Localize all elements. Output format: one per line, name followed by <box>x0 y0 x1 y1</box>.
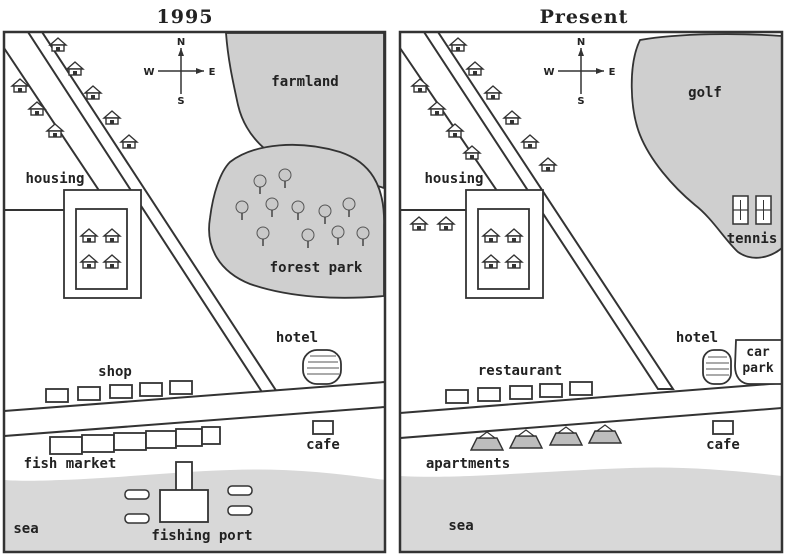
boat-icon <box>227 485 253 496</box>
market-stall <box>145 430 177 449</box>
sea-label: sea <box>13 521 38 537</box>
shop-unit <box>77 386 101 401</box>
compass-rose: N S W E <box>543 37 615 107</box>
compass-west: W <box>543 67 554 78</box>
shop-unit <box>109 384 133 399</box>
tennis-label: tennis <box>727 231 778 247</box>
compass-rose: N S W E <box>143 37 215 107</box>
map-1995-frame <box>2 30 387 554</box>
restaurant-row <box>445 381 593 404</box>
housing-label: housing <box>424 171 483 187</box>
car-park-area <box>734 339 783 385</box>
compass-east: E <box>609 67 616 78</box>
shop-unit <box>169 380 193 395</box>
restaurant-unit <box>569 381 593 396</box>
map-present: Present golf tennis housing <box>398 6 784 554</box>
car-park-label-line1: car <box>746 345 770 360</box>
market-stall <box>81 434 115 453</box>
hotel-building <box>302 349 342 385</box>
shop-unit <box>45 388 69 403</box>
tennis-court-icon <box>732 195 749 225</box>
restaurant-label: restaurant <box>478 363 562 379</box>
restaurant-unit <box>539 383 563 398</box>
fish-market-label: fish market <box>24 456 117 472</box>
fishing-port <box>124 461 253 524</box>
compass-west: W <box>143 67 154 78</box>
apartments-label: apartments <box>426 456 510 472</box>
compass-south: S <box>577 96 584 107</box>
map-1995: 1995 farmland forest park <box>2 6 387 554</box>
hotel-label: hotel <box>276 330 318 346</box>
compass-north: N <box>577 37 585 48</box>
map-title-1995: 1995 <box>157 6 214 28</box>
hotel-label: hotel <box>676 330 718 346</box>
forest-park-area <box>208 144 385 299</box>
restaurant-unit <box>477 387 501 402</box>
farmland-label: farmland <box>271 74 338 90</box>
restaurant-unit <box>445 389 469 404</box>
boat-icon <box>227 505 253 516</box>
housing-label: housing <box>25 171 84 187</box>
map-title-present: Present <box>540 6 629 28</box>
housing-block-inner <box>477 208 530 290</box>
car-park-label-line2: park <box>742 361 773 376</box>
boat-icon <box>124 489 150 500</box>
boat-icon <box>124 513 150 524</box>
fishing-port-label: fishing port <box>151 528 252 544</box>
restaurant-unit <box>509 385 533 400</box>
cafe-building <box>312 420 334 435</box>
compass-east: E <box>209 67 216 78</box>
fish-market-row <box>49 426 221 455</box>
market-stall <box>201 426 221 445</box>
hotel-building <box>702 349 732 385</box>
cafe-building <box>712 420 734 435</box>
compass-south: S <box>177 96 184 107</box>
housing-block-inner <box>75 208 128 290</box>
cafe-label: cafe <box>306 437 340 453</box>
cafe-label: cafe <box>706 437 740 453</box>
shop-label: shop <box>98 364 132 380</box>
shop-row <box>45 380 193 403</box>
market-stall <box>113 432 147 451</box>
market-stall <box>49 436 83 455</box>
golf-label: golf <box>688 85 722 101</box>
compass-north: N <box>177 37 185 48</box>
forest-park-label: forest park <box>270 260 363 276</box>
sea-label: sea <box>448 518 473 534</box>
tennis-court-icon <box>755 195 772 225</box>
market-stall <box>175 428 203 447</box>
map-present-frame <box>398 30 784 554</box>
shop-unit <box>139 382 163 397</box>
